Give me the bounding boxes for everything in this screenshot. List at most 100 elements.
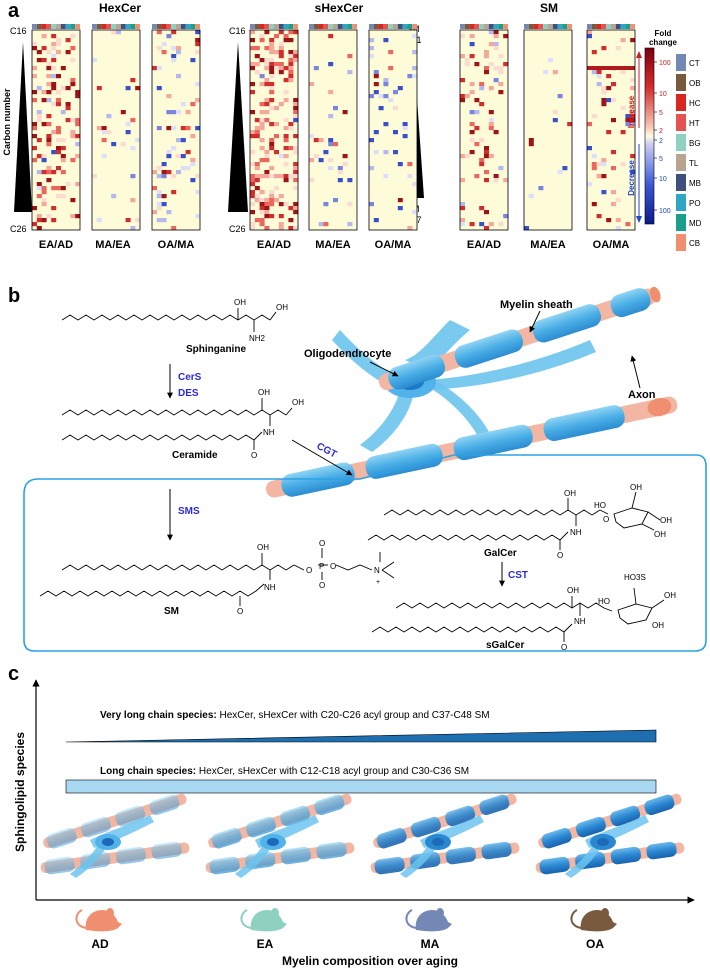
region-strip bbox=[407, 24, 413, 29]
heatmap-cell bbox=[274, 122, 279, 127]
increase-label: Increase bbox=[627, 95, 636, 128]
heatmap-cell bbox=[166, 34, 172, 39]
heatmap-cell bbox=[156, 86, 162, 91]
heatmap-cell bbox=[106, 114, 112, 119]
heatmap-cell bbox=[180, 138, 186, 143]
heatmap-cell bbox=[51, 58, 57, 63]
heatmap-panel bbox=[586, 24, 636, 231]
heatmap-cell bbox=[557, 94, 563, 99]
heatmap-cell bbox=[56, 42, 61, 47]
heatmap-cell bbox=[56, 126, 61, 131]
galcer-ho: HO bbox=[594, 501, 606, 510]
heatmap-cell bbox=[484, 178, 489, 183]
heatmap-cell bbox=[293, 50, 299, 55]
heatmap-cell bbox=[587, 182, 592, 187]
region-swatch bbox=[676, 234, 686, 251]
heatmap-cell bbox=[176, 110, 181, 115]
heatmap-cell bbox=[528, 194, 534, 199]
heatmap-cell bbox=[278, 50, 284, 55]
heatmap-cell bbox=[606, 218, 612, 223]
heatmap-cell bbox=[125, 122, 131, 127]
heatmap-cell bbox=[288, 206, 294, 211]
colorbar-tick-label: 100 bbox=[659, 208, 671, 215]
heatmap-panel bbox=[523, 24, 573, 231]
stage-label: AD bbox=[91, 937, 109, 951]
label-axon: Axon bbox=[628, 389, 656, 401]
heatmap-cell bbox=[130, 174, 136, 179]
heatmap-cell bbox=[195, 98, 201, 103]
heatmap-cell bbox=[116, 30, 121, 35]
heatmap-cell bbox=[36, 170, 42, 175]
heatmap-cell bbox=[161, 174, 167, 179]
region-swatch bbox=[676, 74, 686, 91]
mouse-ear bbox=[436, 908, 444, 918]
heatmap-cell bbox=[383, 150, 389, 155]
heatmap-cell bbox=[259, 146, 265, 151]
heatmap-cell bbox=[41, 122, 47, 127]
heatmap-cell bbox=[278, 62, 284, 67]
heatmap-cell bbox=[156, 190, 162, 195]
heatmap-cell bbox=[611, 82, 616, 87]
stage-process bbox=[400, 845, 436, 878]
heatmap-cell bbox=[75, 90, 81, 95]
heatmap-cell bbox=[41, 34, 47, 39]
panel-a-label: a bbox=[8, 0, 20, 22]
heatmap-cell bbox=[283, 202, 289, 207]
heatmap-cell bbox=[106, 130, 112, 135]
heatmap-cell bbox=[274, 198, 279, 203]
heatmap-cell bbox=[493, 46, 499, 51]
region-swatch bbox=[676, 54, 686, 71]
region-strip bbox=[611, 24, 616, 29]
heatmap-cell bbox=[41, 58, 47, 63]
heatmap-cell bbox=[630, 78, 636, 83]
region-strip bbox=[195, 24, 200, 29]
heatmap-cell bbox=[259, 174, 265, 179]
heatmap-cell bbox=[283, 66, 289, 71]
region-strip bbox=[269, 24, 274, 29]
heatmap-cell bbox=[460, 206, 465, 211]
heatmap-cell bbox=[152, 170, 157, 175]
myelin-segment bbox=[610, 288, 651, 318]
heatmap-cell bbox=[195, 214, 201, 219]
heatmap-cell bbox=[323, 150, 329, 155]
heatmap-cell bbox=[493, 30, 499, 35]
heatmap-cell bbox=[269, 38, 275, 43]
heatmap-cell bbox=[528, 142, 534, 147]
heatmap-cell bbox=[488, 126, 494, 131]
heatmap-cell bbox=[552, 70, 558, 75]
region-swatch bbox=[676, 154, 686, 171]
heatmap-cell bbox=[625, 118, 631, 123]
region-strip bbox=[190, 24, 196, 29]
heatmap-cell bbox=[56, 166, 61, 171]
heatmap-cell bbox=[630, 110, 636, 115]
heatmap-cell bbox=[130, 146, 136, 151]
heatmap-cell bbox=[412, 210, 418, 215]
heatmap-cell bbox=[195, 190, 201, 195]
heatmap-cell bbox=[250, 162, 255, 167]
heatmap-cell bbox=[70, 214, 76, 219]
region-strip bbox=[313, 24, 319, 29]
colorbar-tick-label: 10 bbox=[659, 91, 667, 98]
region-strip bbox=[378, 24, 384, 29]
heatmap-cell bbox=[51, 74, 57, 79]
heatmap-cell bbox=[259, 74, 265, 79]
heatmap-cell bbox=[601, 46, 607, 51]
heatmap-cell bbox=[264, 78, 270, 83]
stage-myelin bbox=[209, 856, 240, 875]
heatmap-cell bbox=[388, 98, 394, 103]
sgalcer-label: sGalCer bbox=[486, 640, 524, 651]
enzyme-cers: CerS bbox=[178, 372, 202, 383]
heatmap-cell bbox=[318, 222, 324, 227]
region-strip bbox=[92, 24, 97, 29]
heatmap-cell bbox=[254, 178, 260, 183]
region-strip bbox=[533, 24, 539, 29]
mouse-tail bbox=[570, 909, 582, 929]
heatmap-cell bbox=[630, 170, 636, 175]
heatmap-cell bbox=[156, 202, 162, 207]
heatmap-cell bbox=[254, 186, 260, 191]
comp-shexcer-2: MA/EA bbox=[315, 239, 351, 251]
heatmap-cell bbox=[342, 154, 348, 159]
heatmap-cell bbox=[503, 34, 509, 39]
stage-myelin bbox=[374, 856, 405, 875]
heatmap-cell bbox=[130, 78, 136, 83]
